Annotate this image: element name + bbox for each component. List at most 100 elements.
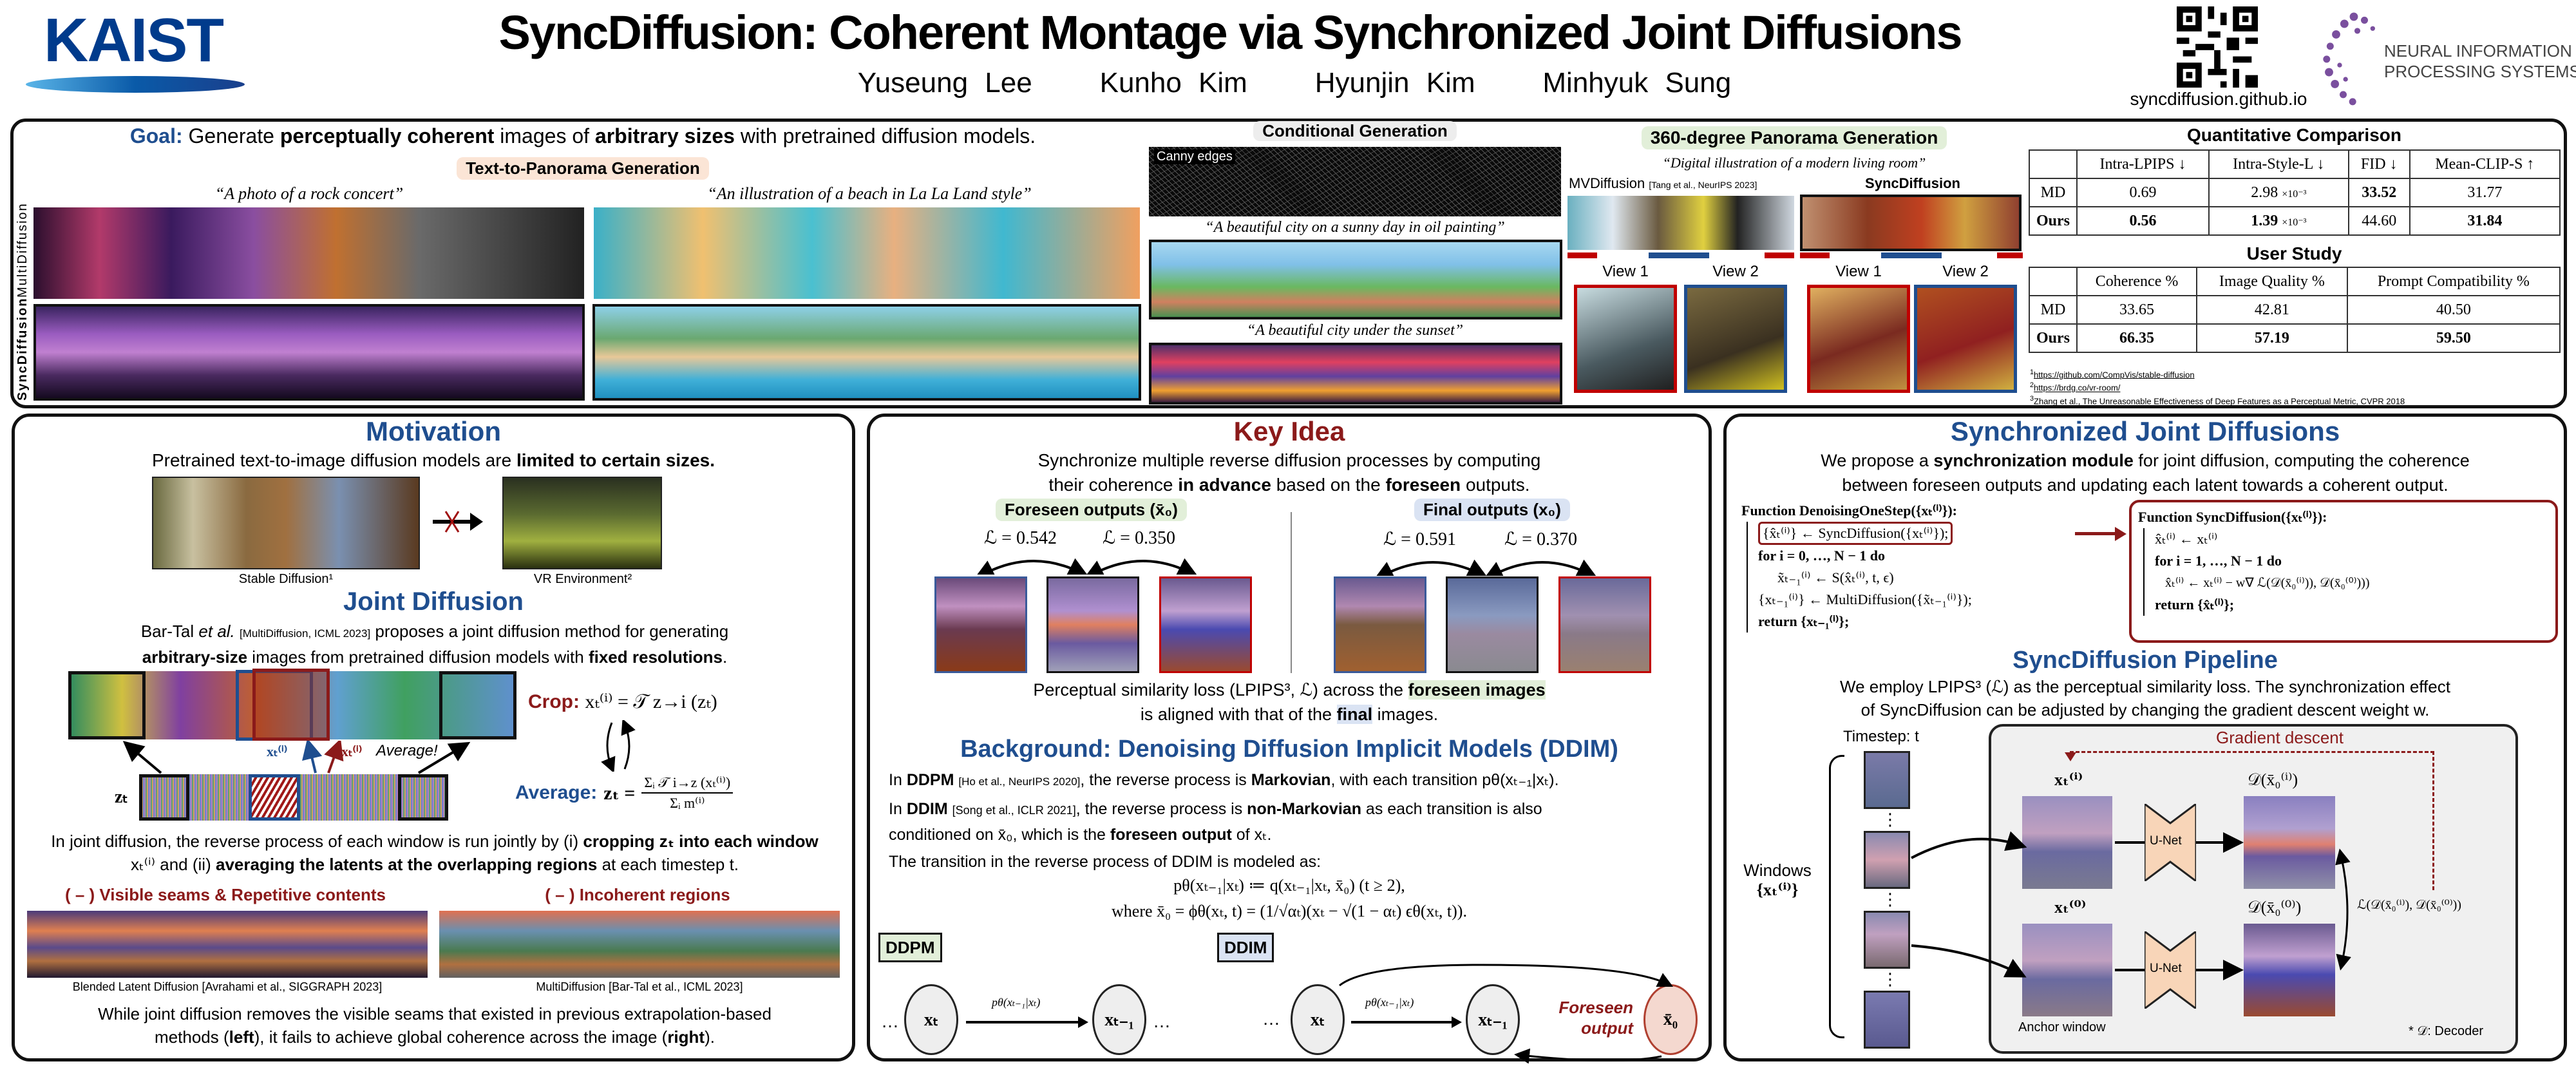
window-frame	[68, 671, 146, 739]
average-word: Average!	[376, 742, 438, 759]
foreseen-output-label: Foreseen output	[1558, 998, 1633, 1038]
foreseen-outputs-label: Foreseen outputs (x̄₀)	[996, 499, 1187, 521]
xt-blue-label: xₜ⁽ⁱ⁾	[267, 743, 288, 759]
author-list: Yuseung Lee Kunho Kim Hyunjin Kim Minhyu…	[554, 67, 2035, 99]
table-header-row: Intra-LPIPS ↓ Intra-Style-L ↓ FID ↓ Mean…	[2029, 149, 2561, 179]
windows-label: Windows {xₜ⁽ⁱ⁾}	[1743, 861, 1812, 899]
city-sunset-image	[1149, 343, 1562, 405]
final-outputs-label: Final outputs (x₀)	[1414, 499, 1570, 521]
prompt-beach: “An illustration of a beach in La La Lan…	[707, 184, 1032, 203]
motivation-conclusion: While joint diffusion removes the visibl…	[98, 1004, 772, 1047]
table-row: MD 33.65 42.81 40.50	[2029, 295, 2561, 325]
view-bar-red	[1567, 252, 1597, 258]
foreseen-image-3	[1159, 576, 1252, 673]
footnote-link[interactable]: 1https://github.com/CompVis/stable-diffu…	[2030, 368, 2195, 380]
ddim-equation-2: where x̄₀ = ϕθ(xₜ, t) = (1/√αₜ)(xₜ − √(1…	[1112, 902, 1467, 920]
mvdiffusion-label: MVDiffusion [Tang et al., NeurIPS 2023]	[1569, 175, 1757, 191]
footnote-link[interactable]: 2https://brdg.co/vr-room/	[2030, 381, 2121, 393]
node-xt-minus-1: xₜ₋₁	[1466, 984, 1520, 1055]
caption-multidiffusion: MultiDiffusion [Bar-Tal et al., ICML 202…	[536, 980, 743, 993]
joint-diffusion-description: In joint diffusion, the reverse process …	[51, 832, 819, 874]
mv-view1-image	[1574, 285, 1677, 393]
sync-pano-image	[1800, 195, 2022, 251]
view-label: View 1	[1602, 263, 1649, 280]
view-label: View 2	[1942, 263, 1989, 280]
timestep-label: Timestep: t	[1843, 728, 1919, 745]
prompt-city-sunny: “A beautiful city on a sunny day in oil …	[1205, 219, 1505, 236]
prompt-room: “Digital illustration of a modern living…	[1662, 155, 1926, 171]
mv-pano-image	[1567, 196, 1794, 250]
loss-value: ℒ = 0.350	[1103, 528, 1175, 548]
caption-blended-latent: Blended Latent Diffusion [Avrahami et al…	[72, 980, 383, 993]
joint-diffusion-title: Joint Diffusion	[343, 587, 524, 616]
final-image-2	[1446, 576, 1539, 673]
qr-code-icon[interactable]	[2177, 6, 2258, 88]
author: Yuseung Lee	[857, 67, 1032, 99]
ellipsis: …	[881, 1011, 899, 1031]
sync-view2-image	[1914, 285, 2017, 393]
node-xt: xₜ	[904, 984, 958, 1055]
cond-gen-label: Conditional Generation	[1253, 121, 1457, 141]
ddim-tag: DDIM	[1217, 933, 1274, 962]
caption-stable-diffusion: Stable Diffusion¹	[238, 572, 334, 586]
crop-equation: Crop: xₜ⁽ⁱ⁾ = 𝒯 z→i (zₜ)	[528, 691, 717, 712]
foreseen-curve-arrows	[1339, 964, 1674, 1064]
window-frame	[139, 774, 189, 821]
loss-arrows-final	[1373, 559, 1598, 576]
node-xt-minus-1: xₜ₋₁	[1092, 984, 1146, 1055]
multidiffusion-mountain-image	[439, 911, 840, 978]
window-tile	[1864, 831, 1910, 889]
sync-call-highlight: {x̂ₜ⁽ⁱ⁾} ← SyncDiffusion({xₜ⁽ⁱ⁾});	[1758, 522, 1953, 545]
loss-value: ℒ = 0.591	[1383, 529, 1456, 549]
beach-md-image	[594, 207, 1140, 299]
view-bar-blue	[1881, 252, 1942, 258]
edge-label: pθ(xₜ₋₁|xₜ)	[1365, 996, 1414, 1009]
negative-incoherent-label: ( – ) Incoherent regions	[545, 885, 730, 904]
window-frame-red	[252, 669, 330, 741]
project-url[interactable]: syncdiffusion.github.io	[2130, 89, 2307, 109]
mv-view2-image	[1684, 285, 1787, 393]
arrowhead-icon	[2115, 527, 2126, 541]
joint-arrows	[122, 741, 471, 774]
ddpm-tag: DDPM	[878, 933, 942, 962]
window-tile	[1864, 991, 1910, 1049]
divider-line	[1291, 512, 1292, 673]
motivation-text: Pretrained text-to-image diffusion model…	[151, 450, 715, 470]
gradient-descent-label: Gradient descent	[2215, 728, 2344, 747]
sync-title: Synchronized Joint Diffusions	[1950, 416, 2340, 446]
ddim-text: In DDPM [Ho et al., NeurIPS 2020], the r…	[889, 771, 1559, 871]
arrowhead-icon	[1078, 1016, 1088, 1028]
algo-link-arrow	[2075, 532, 2116, 535]
beach-sync-image	[592, 304, 1141, 401]
window-frame	[439, 671, 516, 739]
window-frame	[398, 774, 448, 821]
view-label: View 1	[1835, 263, 1882, 280]
table-row: Ours 0.56 1.39 ×10⁻³ 44.60 31.84	[2029, 206, 2561, 236]
joint-windows-image	[68, 669, 516, 741]
loss-value: ℒ = 0.370	[1504, 529, 1577, 549]
neurips-logo: NEURAL INFORMATION PROCESSING SYSTEMS	[2318, 4, 2576, 113]
decoded-i-label: 𝒟(x̄₀⁽ⁱ⁾)	[2248, 770, 2298, 789]
vdots-icon: ⋮	[1882, 969, 1899, 989]
decoded-0-label: 𝒟(x̄₀⁽⁰⁾)	[2248, 898, 2302, 917]
key-idea-title: Key Idea	[1233, 416, 1345, 446]
syncdiffusion-pano-label: SyncDiffusion	[1865, 175, 1960, 191]
stable-diffusion-image	[152, 477, 420, 569]
noisy-window-i	[2022, 796, 2112, 889]
xt-i-label: xₜ⁽ⁱ⁾	[2054, 770, 2083, 789]
neurips-line2: PROCESSING SYSTEMS	[2384, 62, 2576, 81]
latent-noise-image	[139, 774, 448, 821]
row-label-multidiffusion: MultiDiffusion	[15, 202, 30, 298]
gradient-dashed-path	[2070, 751, 2434, 890]
arrowhead-icon	[1452, 1016, 1462, 1028]
final-image-1	[1334, 576, 1426, 673]
pipeline-arrows	[1911, 831, 2351, 980]
loss-value: ℒ = 0.542	[984, 528, 1057, 548]
ddim-equation-1: pθ(xₜ₋₁|xₜ) ≔ q(xₜ₋₁|xₜ, x̄₀) (t ≥ 2),	[1173, 876, 1405, 895]
unet-block: U-Net	[2143, 802, 2197, 883]
table-row: Ours 66.35 57.19 59.50	[2029, 323, 2561, 353]
ellipsis: …	[1153, 1011, 1171, 1031]
window-tile	[1864, 751, 1910, 809]
caption-vr-environment: VR Environment²	[533, 572, 632, 586]
sync-text: We propose a synchronization module for …	[1821, 451, 2470, 495]
